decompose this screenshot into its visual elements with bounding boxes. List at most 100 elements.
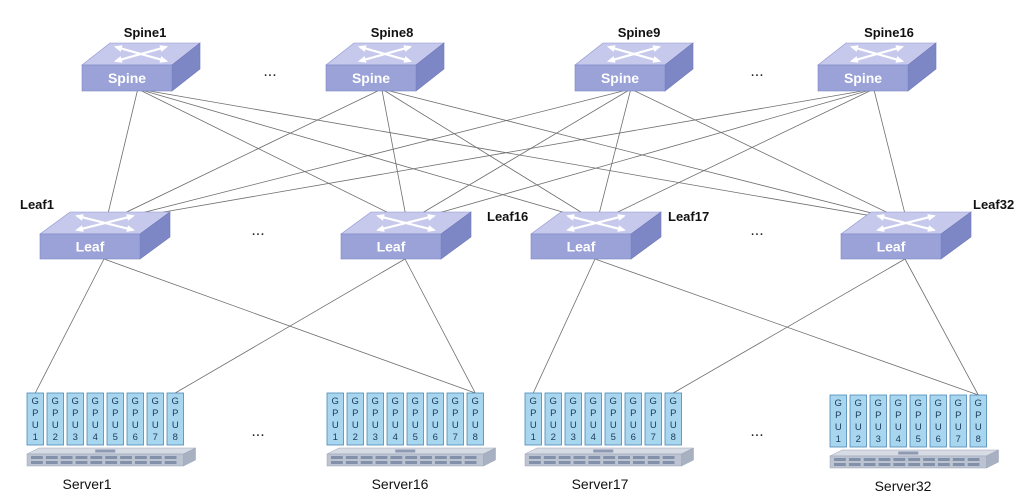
switch-arrows-icon <box>876 214 936 232</box>
server-ellipsis-left: ... <box>251 423 264 440</box>
server16-chassis <box>326 447 496 467</box>
svg-text:8: 8 <box>671 432 676 443</box>
svg-text:U: U <box>332 420 339 431</box>
svg-text:U: U <box>550 420 557 431</box>
link-spine9-leaf32 <box>630 88 908 223</box>
svg-text:G: G <box>92 396 99 407</box>
svg-text:P: P <box>412 408 418 419</box>
svg-text:U: U <box>915 422 922 433</box>
svg-text:P: P <box>432 408 438 419</box>
svg-text:P: P <box>172 408 178 419</box>
svg-text:U: U <box>610 420 617 431</box>
svg-text:G: G <box>935 398 942 409</box>
spine8-switch: Spine <box>325 42 445 92</box>
switch-arrows-icon <box>566 214 626 232</box>
svg-text:P: P <box>132 408 138 419</box>
leaf17-front-face <box>530 233 632 260</box>
svg-text:U: U <box>172 420 179 431</box>
svg-text:4: 4 <box>896 434 901 445</box>
svg-text:G: G <box>152 396 159 407</box>
leaf1-front-face <box>39 233 141 260</box>
svg-text:1: 1 <box>33 432 38 443</box>
labels-layer: Spine1 Spine8 Spine9 Spine16 Leaf1 Leaf1… <box>20 25 1014 494</box>
server17-chassis <box>524 447 694 467</box>
svg-text:1: 1 <box>531 432 536 443</box>
svg-text:P: P <box>875 410 881 421</box>
svg-text:P: P <box>915 410 921 421</box>
svg-text:P: P <box>92 408 98 419</box>
svg-text:U: U <box>935 422 942 433</box>
svg-text:G: G <box>112 396 119 407</box>
svg-text:P: P <box>895 410 901 421</box>
svg-text:G: G <box>610 396 617 407</box>
spine1-switch-text: Spine <box>108 70 146 86</box>
svg-text:G: G <box>975 398 982 409</box>
link-leaf16-server1-gpu8 <box>175 258 406 394</box>
leaf1-switch: Leaf <box>39 211 171 260</box>
svg-text:8: 8 <box>173 432 178 443</box>
svg-text:G: G <box>835 398 842 409</box>
svg-text:P: P <box>452 408 458 419</box>
switch-arrows-icon <box>849 45 905 63</box>
leaf16-front-face <box>340 233 442 260</box>
switch-arrows-icon <box>357 45 413 63</box>
svg-text:P: P <box>590 408 596 419</box>
svg-text:U: U <box>590 420 597 431</box>
svg-text:P: P <box>152 408 158 419</box>
svg-text:G: G <box>72 396 79 407</box>
link-spine16-leaf16 <box>406 88 874 223</box>
svg-text:G: G <box>432 396 439 407</box>
link-spine16-leaf1 <box>105 88 874 223</box>
svg-text:U: U <box>630 420 637 431</box>
svg-text:U: U <box>92 420 99 431</box>
svg-text:3: 3 <box>876 434 881 445</box>
link-spine8-leaf1 <box>105 88 382 223</box>
svg-text:6: 6 <box>936 434 941 445</box>
svg-text:5: 5 <box>113 432 118 443</box>
svg-text:4: 4 <box>591 432 596 443</box>
svg-text:G: G <box>52 396 59 407</box>
leaf32-switch-text: Leaf <box>877 239 906 255</box>
server1-chassis <box>26 447 196 467</box>
svg-text:U: U <box>472 420 479 431</box>
svg-text:G: G <box>590 396 597 407</box>
switch-arrows-icon <box>113 45 169 63</box>
svg-text:P: P <box>332 408 338 419</box>
svg-text:P: P <box>570 408 576 419</box>
spine16-front-face <box>817 64 909 92</box>
svg-text:5: 5 <box>611 432 616 443</box>
svg-text:U: U <box>650 420 657 431</box>
leaf-ellipsis-right: ... <box>750 222 763 239</box>
link-spine8-leaf32 <box>381 88 908 223</box>
svg-text:P: P <box>392 408 398 419</box>
svg-text:G: G <box>670 396 677 407</box>
link-leaf1-server1-gpu1 <box>34 258 105 394</box>
svg-text:8: 8 <box>976 434 981 445</box>
svg-text:G: G <box>172 396 179 407</box>
svg-text:3: 3 <box>571 432 576 443</box>
svg-text:U: U <box>452 420 459 431</box>
leaf-ellipsis-left: ... <box>251 222 264 239</box>
svg-text:G: G <box>550 396 557 407</box>
svg-text:G: G <box>630 396 637 407</box>
svg-text:P: P <box>630 408 636 419</box>
spine9-front-face <box>574 64 666 92</box>
spine8-label: Spine8 <box>371 25 414 40</box>
svg-text:6: 6 <box>133 432 138 443</box>
